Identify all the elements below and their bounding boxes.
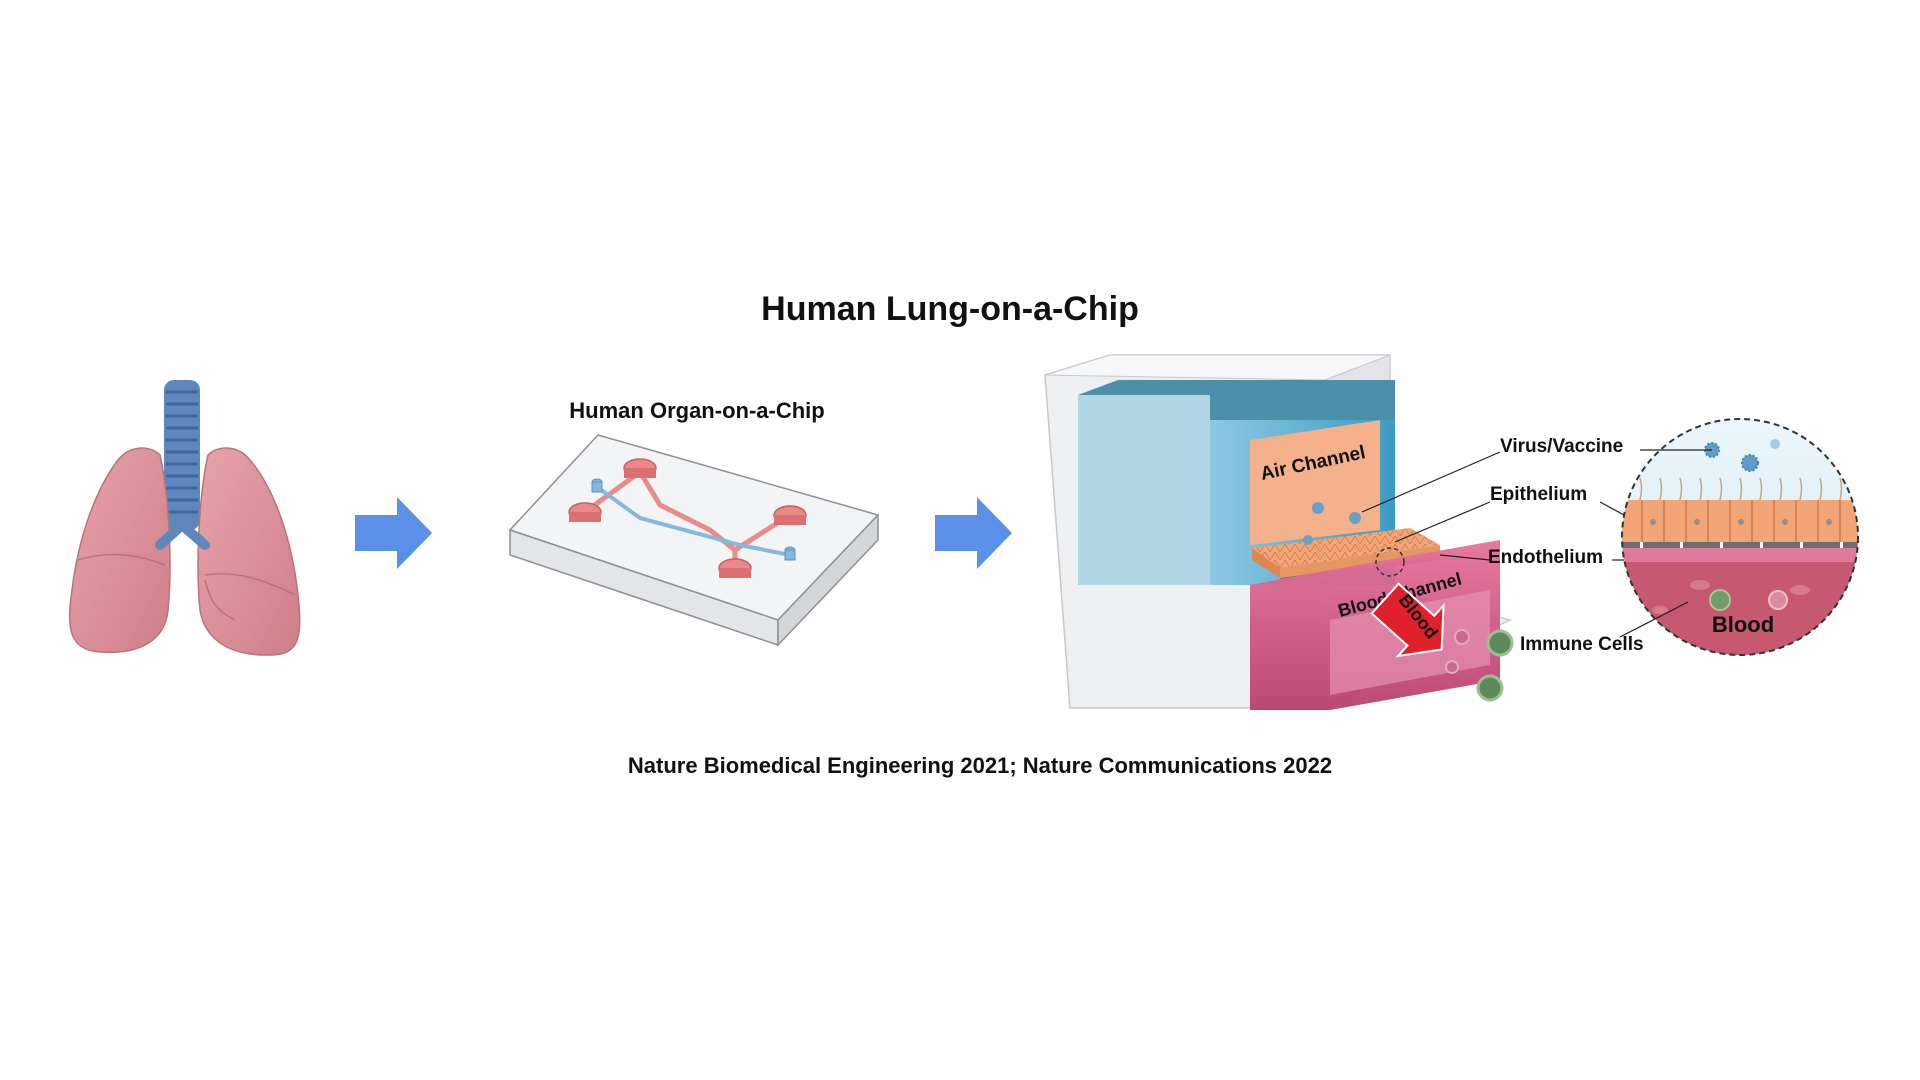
endothelium-label: Endothelium: [1488, 547, 1603, 568]
virus-vaccine-label: Virus/Vaccine: [1500, 436, 1623, 457]
zoom-blood-label: Blood: [1712, 612, 1774, 637]
immune-cell-icon: [1445, 660, 1459, 674]
virus-icon: [1770, 439, 1780, 449]
immune-cells-label: Immune Cells: [1520, 634, 1644, 655]
virus-icon: [1741, 454, 1759, 472]
virus-icon: [1312, 502, 1324, 514]
zoom-source-ring: [1375, 547, 1405, 577]
immune-cell-icon: [1476, 674, 1504, 702]
arrow-right-icon: [935, 497, 1012, 569]
arrow-right-icon: [355, 497, 432, 569]
immune-cell-icon: [1709, 589, 1731, 611]
immune-cell-icon: [1768, 590, 1788, 610]
virus-icon: [1349, 512, 1361, 524]
chip-title: Human Organ-on-a-Chip: [569, 398, 824, 423]
blood-arrow-icon: [1370, 582, 1445, 658]
immune-cell-icon: [1454, 629, 1470, 645]
epithelium-layer: [1252, 528, 1440, 568]
lung-icon: [68, 380, 301, 656]
epithelium-label: Epithelium: [1490, 484, 1587, 505]
chip-icon: [508, 434, 880, 647]
device-cross-section: Air Channel Blood Channel Blood: [1044, 354, 1514, 710]
citation: Nature Biomedical Engineering 2021; Natu…: [628, 753, 1332, 778]
air-channel: [1078, 395, 1210, 585]
page-title: Human Lung-on-a-Chip: [761, 290, 1139, 328]
immune-cell-icon: [1486, 629, 1514, 657]
zoom-view: Blood: [1621, 418, 1859, 656]
virus-icon: [1303, 535, 1313, 545]
